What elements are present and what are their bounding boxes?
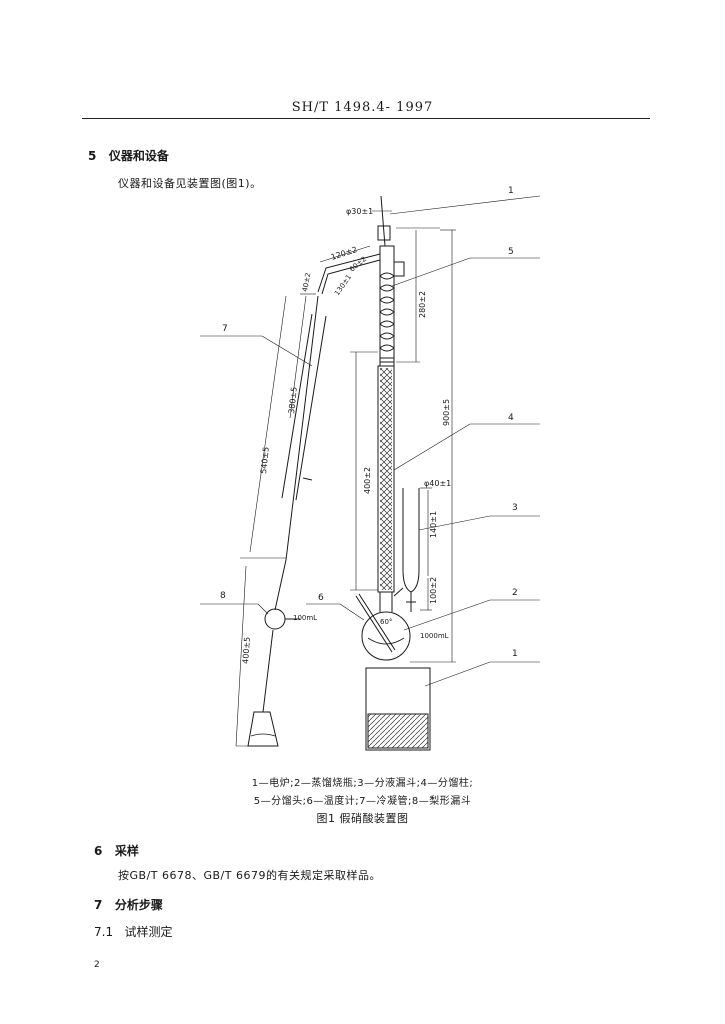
section-7-1-number: 7.1	[94, 925, 114, 939]
section-6-title: 采样	[114, 844, 139, 858]
condenser-tube	[285, 295, 319, 561]
section-5-text: 仪器和设备见装置图(图1)。	[118, 177, 262, 190]
dim-130: 130±1	[333, 273, 353, 297]
vol-100ml: 100mL	[293, 614, 317, 622]
top-thermometer	[380, 195, 386, 247]
dim-900: 900±5	[442, 399, 451, 426]
callout-7: 7	[222, 324, 228, 334]
callout-4: 4	[508, 413, 514, 423]
section-5-heading: 5 仪器和设备	[88, 147, 169, 164]
figure-caption: 图1 假硝酸装置图	[316, 812, 409, 825]
fractionating-head	[379, 245, 395, 367]
section-7-title: 分析步骤	[114, 898, 163, 912]
section-5-title: 仪器和设备	[108, 149, 169, 163]
separatory-funnel	[402, 488, 420, 612]
callout-5: 5	[508, 247, 514, 257]
callout-leaders	[200, 195, 541, 687]
dim-540: 540±5	[259, 446, 271, 474]
dim-140: 140±1	[429, 511, 438, 538]
dim-280: 280±2	[418, 291, 427, 318]
flask-thermometer	[355, 595, 393, 653]
callout-8: 8	[220, 591, 226, 601]
section-5-number: 5	[88, 149, 97, 163]
vol-1000ml: 1000mL	[420, 632, 449, 640]
section-7-1-heading: 7.1 试样测定	[94, 923, 173, 940]
section-7-1-title: 试样测定	[124, 925, 173, 939]
dim-40-small: 40±2	[301, 272, 312, 292]
section-6-heading: 6 采样	[94, 842, 139, 859]
electric-furnace	[365, 667, 431, 751]
vapor-side-arm	[317, 253, 381, 293]
dim-400-bottom: 400±5	[241, 637, 252, 665]
section-6-number: 6	[94, 844, 103, 858]
dim-funnel-diameter: φ40±1	[424, 479, 451, 488]
callout-3: 3	[512, 503, 518, 513]
apparatus-figure: 1 5 4 3 2 1 7 8 6 φ30±1 120±2 60±2 130±1…	[200, 186, 541, 751]
page-number: 2	[94, 960, 101, 970]
dimension-lines	[235, 210, 456, 747]
distillation-flask	[361, 611, 411, 661]
section-6-text: 按GB/T 6678、GB/T 6679的有关规定采取样品。	[118, 869, 381, 882]
dim-100: 100±2	[429, 577, 438, 604]
dim-top-diameter: φ30±1	[346, 207, 373, 216]
dim-side-arm: 120±2	[330, 245, 359, 262]
pear-funnel	[264, 608, 286, 630]
receiving-flask	[247, 711, 279, 747]
figure-legend-line-2: 5—分馏头;6—温度计;7—冷凝管;8—梨形漏斗	[253, 796, 472, 807]
condenser-jacket	[281, 313, 327, 501]
section-7-number: 7	[94, 898, 103, 912]
angle-60: 60°	[380, 618, 392, 626]
standard-code-header: SH/T 1498.4- 1997	[291, 100, 434, 115]
section-7-heading: 7 分析步骤	[94, 896, 163, 913]
callout-6-bottom: 6	[318, 593, 324, 603]
furnace-heating-element	[367, 713, 429, 749]
callout-1: 1	[512, 649, 518, 659]
header-rule	[82, 118, 650, 119]
callout-6-top: 1	[508, 186, 514, 196]
figure-legend-line-1: 1—电炉;2—蒸馏烧瓶;3—分液漏斗;4—分馏柱;	[251, 778, 474, 789]
dim-380: 380±5	[287, 386, 299, 414]
callout-2: 2	[512, 588, 518, 598]
dim-400-column: 400±2	[363, 467, 372, 494]
